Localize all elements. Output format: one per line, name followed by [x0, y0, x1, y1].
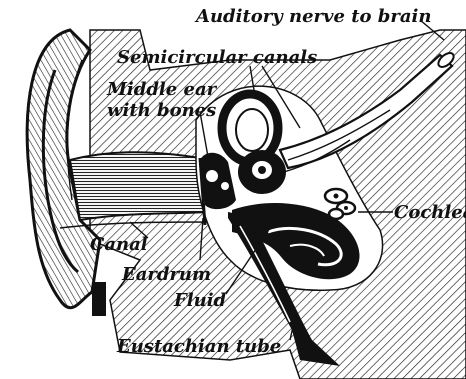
- label-eardrum: Eardrum: [121, 264, 211, 285]
- ossicle-hammer: [205, 169, 219, 183]
- label-cochlea: Cochlea: [394, 202, 466, 223]
- label-middle-ear-line1: Middle ear: [106, 79, 218, 100]
- label-fluid: Fluid: [173, 290, 227, 311]
- ear-canal: [70, 152, 210, 220]
- semicircular-canal-inner: [236, 109, 268, 151]
- ossicle-anvil: [221, 182, 229, 190]
- label-auditory-nerve: Auditory nerve to brain: [194, 6, 431, 27]
- earlobe: [92, 282, 106, 316]
- label-middle-ear-line2: with bones: [107, 100, 216, 121]
- label-eustachian-tube: Eustachian tube: [116, 336, 281, 357]
- cochlea-coil-3: [329, 209, 343, 219]
- label-semicircular-canals: Semicircular canals: [117, 47, 317, 68]
- label-canal: Canal: [90, 234, 148, 255]
